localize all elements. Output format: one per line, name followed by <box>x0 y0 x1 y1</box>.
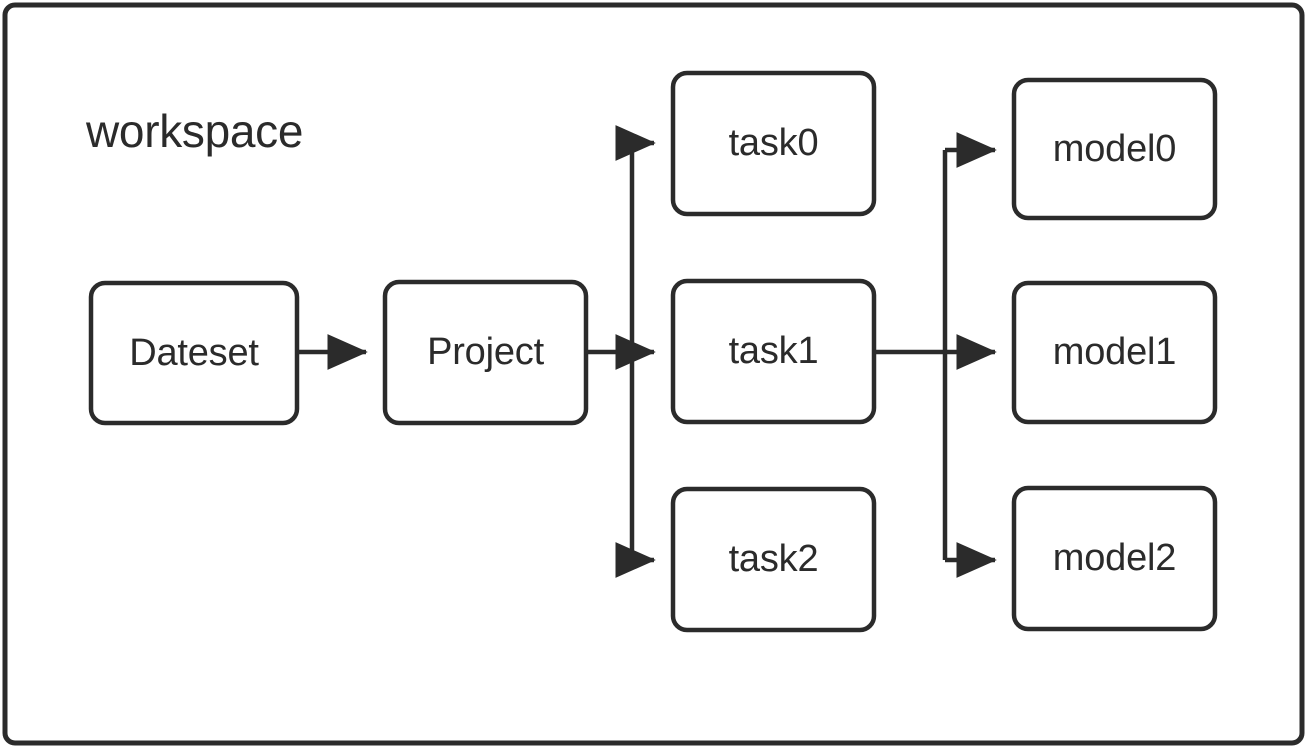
node-model0[interactable] <box>1014 80 1215 218</box>
workspace-title: workspace <box>86 105 304 157</box>
node-box-model2[interactable] <box>1011 485 1218 632</box>
node-task0[interactable] <box>673 73 874 214</box>
node-task1[interactable] <box>673 281 874 422</box>
node-model1[interactable] <box>1014 283 1215 422</box>
node-box-model0[interactable] <box>1011 77 1218 221</box>
node-box-task0[interactable] <box>670 70 877 217</box>
node-project[interactable] <box>385 282 586 423</box>
node-dataset[interactable] <box>91 283 297 423</box>
node-task2[interactable] <box>673 489 874 630</box>
node-box-task2[interactable] <box>670 486 877 633</box>
node-model2[interactable] <box>1014 488 1215 629</box>
node-box-model1[interactable] <box>1011 280 1218 425</box>
